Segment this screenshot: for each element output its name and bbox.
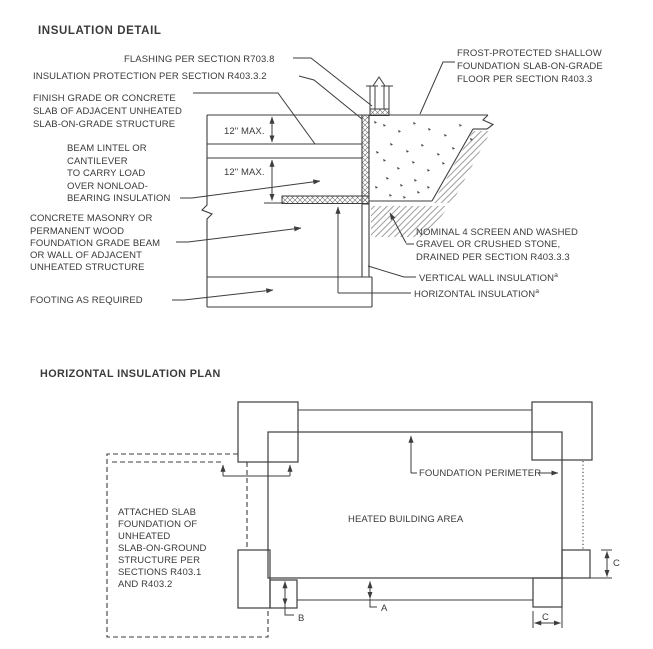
label-beam-lintel: BEAM LINTEL OR CANTILEVER TO CARRY LOAD … xyxy=(67,143,171,204)
svg-text:SECTIONS R403.1: SECTIONS R403.1 xyxy=(118,567,201,578)
corner-blocks xyxy=(237,401,593,609)
svg-text:FINISH GRADE OR CONCRETE: FINISH GRADE OR CONCRETE xyxy=(33,93,176,104)
svg-text:FOUNDATION OF: FOUNDATION OF xyxy=(118,519,197,530)
dim-label-b: B xyxy=(298,613,304,624)
corner-block-bottom-right-upper xyxy=(561,549,591,579)
svg-text:FROST-PROTECTED SHALLOW: FROST-PROTECTED SHALLOW xyxy=(457,48,602,59)
dim-label-c-vertical: C xyxy=(613,558,620,569)
detail-title: INSULATION DETAIL xyxy=(38,25,162,37)
svg-text:GRAVEL OR CRUSHED STONE,: GRAVEL OR CRUSHED STONE, xyxy=(416,239,560,250)
label-footing: FOOTING AS REQUIRED xyxy=(30,295,143,306)
plan-strip-lines xyxy=(246,409,584,601)
svg-text:STRUCTURE PER: STRUCTURE PER xyxy=(118,555,200,566)
label-finish-grade: FINISH GRADE OR CONCRETE SLAB OF ADJACEN… xyxy=(33,93,182,130)
corner-block-top-right xyxy=(531,401,593,461)
dim-12-max-upper: 12" MAX. xyxy=(224,126,265,137)
svg-text:PERMANENT WOOD: PERMANENT WOOD xyxy=(30,226,124,237)
svg-text:FOUNDATION GRADE BEAM: FOUNDATION GRADE BEAM xyxy=(30,238,160,249)
plan-dimensions xyxy=(282,549,612,628)
vertical-wall-insulation-strip xyxy=(361,114,370,205)
dim-12-max-lower: 12" MAX. xyxy=(224,167,265,178)
dim-label-c-horizontal: C xyxy=(542,612,549,623)
svg-text:NOMINAL 4 SCREEN AND WASHED: NOMINAL 4 SCREEN AND WASHED xyxy=(416,227,578,238)
svg-text:AND R403.2: AND R403.2 xyxy=(118,579,172,590)
svg-text:UNHEATED STRUCTURE: UNHEATED STRUCTURE xyxy=(30,262,145,273)
svg-text:DRAINED PER SECTION R403.3.3: DRAINED PER SECTION R403.3.3 xyxy=(416,252,570,263)
svg-text:OVER NONLOAD-: OVER NONLOAD- xyxy=(67,181,148,192)
svg-text:ATTACHED SLAB: ATTACHED SLAB xyxy=(118,507,196,518)
svg-text:FOUNDATION SLAB-ON-GRADE: FOUNDATION SLAB-ON-GRADE xyxy=(457,61,603,72)
dim-label-a: A xyxy=(381,603,388,614)
horizontal-insulation-plan: HORIZONTAL INSULATION PLAN FOUNDATION PE… xyxy=(40,368,620,638)
slab-edges xyxy=(369,114,495,202)
plan-title: HORIZONTAL INSULATION PLAN xyxy=(40,368,221,380)
svg-text:FLOOR PER SECTION R403.3: FLOOR PER SECTION R403.3 xyxy=(457,74,592,85)
svg-text:CANTILEVER: CANTILEVER xyxy=(67,156,128,167)
leader-lines xyxy=(172,57,455,301)
svg-text:OR WALL OF ADJACENT: OR WALL OF ADJACENT xyxy=(30,250,142,261)
corner-block-top-left xyxy=(237,401,299,463)
gravel-hatch xyxy=(371,131,491,237)
corner-block-bottom-left xyxy=(237,549,271,609)
flashing-block xyxy=(369,108,390,116)
label-heated-area: HEATED BUILDING AREA xyxy=(348,514,464,525)
label-flashing: FLASHING PER SECTION R703.8 xyxy=(124,54,275,65)
svg-text:UNHEATED: UNHEATED xyxy=(118,531,170,542)
label-foundation-perimeter: FOUNDATION PERIMETER xyxy=(419,468,541,479)
label-vertical-wall-insulation: VERTICAL WALL INSULATIONa xyxy=(419,272,558,284)
corner-bracket xyxy=(220,464,293,477)
dimension-lines xyxy=(264,116,285,204)
horizontal-insulation-strip xyxy=(281,195,370,204)
svg-text:CONCRETE MASONRY OR: CONCRETE MASONRY OR xyxy=(30,213,152,224)
label-insulation-protection: INSULATION PROTECTION PER SECTION R403.3… xyxy=(33,71,267,82)
svg-text:SLAB OF ADJACENT UNHEATED: SLAB OF ADJACENT UNHEATED xyxy=(33,106,182,117)
corner-block-bottom-left-ext xyxy=(269,579,298,609)
label-horizontal-insulation: HORIZONTAL INSULATIONa xyxy=(414,288,539,300)
corner-block-bottom-right-lower xyxy=(532,577,563,608)
label-frost-protected: FROST-PROTECTED SHALLOW FOUNDATION SLAB-… xyxy=(457,48,603,85)
label-gravel: NOMINAL 4 SCREEN AND WASHED GRAVEL OR CR… xyxy=(416,227,578,263)
svg-text:BEARING INSULATION: BEARING INSULATION xyxy=(67,193,171,204)
attached-slab-outline xyxy=(106,453,269,638)
label-attached-slab: ATTACHED SLAB FOUNDATION OF UNHEATED SLA… xyxy=(118,507,207,590)
svg-text:SLAB-ON-GRADE STRUCTURE: SLAB-ON-GRADE STRUCTURE xyxy=(33,119,175,130)
svg-text:TO CARRY LOAD: TO CARRY LOAD xyxy=(67,168,145,179)
svg-text:BEAM LINTEL OR: BEAM LINTEL OR xyxy=(67,143,147,154)
insulation-detail-section: INSULATION DETAIL FLASHING PER SECTION R… xyxy=(30,25,603,308)
heated-area-rect xyxy=(267,431,563,579)
stud-and-flashing xyxy=(366,76,393,116)
foundation-perimeter-leader xyxy=(408,435,559,476)
svg-text:SLAB-ON-GROUND: SLAB-ON-GROUND xyxy=(118,543,207,554)
label-foundation-wall: CONCRETE MASONRY OR PERMANENT WOOD FOUND… xyxy=(30,213,160,273)
